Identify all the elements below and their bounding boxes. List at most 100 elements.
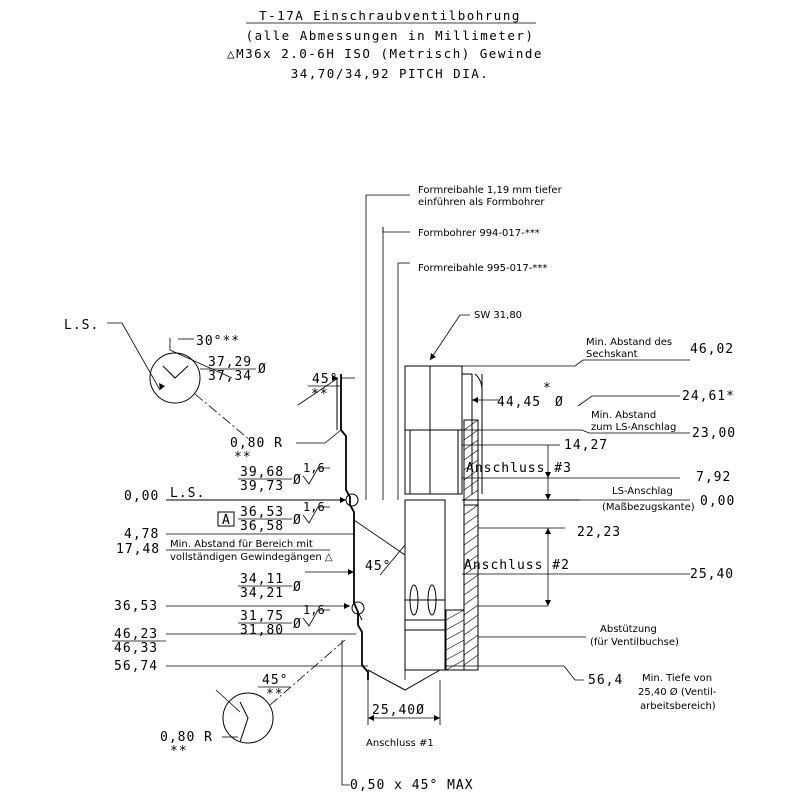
depth-56-74: 56,74: [114, 659, 158, 674]
port-1: Anschluss #1: [366, 738, 434, 749]
dim-24-61: 24,61*: [682, 389, 735, 404]
roughness-36: 1,6: [303, 500, 325, 514]
detail-link-bottom: [269, 639, 346, 706]
angle-45-bottom: 45°: [262, 673, 288, 688]
dim-46-02: 46,02: [690, 342, 734, 357]
angle-45-top: 45°: [312, 372, 338, 387]
min-depth-line2: 25,40 Ø (Ventil-: [638, 686, 717, 698]
dim-34-21: 34,21: [240, 586, 284, 601]
wrench-size: SW 31,80: [474, 310, 522, 321]
dim-44-45: 44,45: [497, 395, 541, 410]
min-thread-line1: Min. Abstand für Bereich mit: [170, 539, 313, 550]
ls-stop: LS-Anschlag: [612, 486, 673, 497]
dim-44-45-diam: Ø: [555, 395, 564, 410]
ls-label-top: L.S.: [64, 318, 99, 333]
roughness-31: 1,6: [303, 603, 325, 617]
dim-14-27: 14,27: [564, 438, 608, 453]
min-depth-line1: Min. Tiefe von: [642, 673, 712, 684]
angle45-mid-leader2: [379, 544, 406, 576]
support-line2: (für Ventilbuchse): [590, 637, 679, 648]
dim-56-4: 56,4: [588, 673, 623, 688]
note-form-reamer: Formreibahle 995-017-***: [418, 263, 547, 274]
dim-36-58: 36,58: [240, 519, 284, 534]
dim-44-45-star: *: [543, 381, 552, 396]
sw-leader: [429, 314, 470, 361]
chamfer-note: 0,50 x 45° MAX: [350, 778, 474, 793]
dim-31-diam: Ø: [293, 617, 302, 632]
depth-46-23: 46,23: [114, 627, 158, 642]
detail-point-circle: [351, 601, 365, 615]
zero-ls-value: 0,00: [124, 489, 159, 504]
detail-circle-bottom: [222, 692, 274, 744]
radius-080-bottom: 0,80 R: [160, 730, 213, 745]
dim-25-40-bottom: 25,40Ø: [372, 703, 425, 718]
note-ream-deeper-line1: Formreibahle 1,19 mm tiefer: [418, 185, 563, 196]
min-hex-line2: Sechskant: [586, 349, 638, 360]
radius-top-leader: [296, 429, 342, 444]
title-line-4: 34,70/34,92 PITCH DIA.: [291, 66, 490, 81]
angle45-bottom-leader: [215, 689, 241, 713]
ref-edge: (Maßbezugskante): [602, 502, 695, 513]
dim-25-40: 25,40: [690, 567, 734, 582]
min-hex-line1: Min. Abstand des: [586, 337, 672, 348]
roughness-31-symbol: [302, 609, 330, 627]
port-2: Anschluss #2: [464, 558, 570, 573]
stars-radius-top: **: [234, 450, 252, 465]
chamfer-leader: [341, 640, 350, 786]
housing-hatch: [445, 419, 479, 671]
angle45-top-leader: [297, 377, 339, 406]
roughness-39: 1,6: [303, 461, 325, 475]
dim-39-68: 39,68: [240, 465, 284, 480]
dim-56-4-leader: [445, 665, 584, 681]
dim-31-80: 31,80: [240, 623, 284, 638]
support-line1: Abstützung: [600, 624, 657, 635]
title-line-3: △M36x 2.0-6H ISO (Metrisch) Gewinde: [227, 46, 543, 61]
dim-39-diam: Ø: [293, 473, 302, 488]
port-3: Anschluss #3: [466, 461, 572, 476]
dim-0-00: 0,00: [700, 494, 735, 509]
ls-leader-top: [107, 322, 161, 391]
dim-23-00: 23,00: [692, 426, 736, 441]
arrow-heads: [159, 353, 551, 721]
ls-point-circle: [345, 493, 359, 507]
note-form-drill: Formbohrer 994-017-***: [418, 228, 540, 239]
angle-30: 30°**: [196, 334, 240, 349]
dim-39-73: 39,73: [240, 479, 284, 494]
detail-chamfer-top: [162, 365, 189, 379]
dim-36-53: 36,53: [240, 505, 284, 520]
dim-24-61-leader: [577, 395, 680, 407]
dim-22-23: 22,23: [577, 525, 621, 540]
title-line-1: T-17A Einschraubventilbohrung: [259, 8, 521, 23]
note-ream-deeper-line2: einführen als Formbohrer: [418, 197, 545, 208]
dim-37-34: 37,34: [208, 369, 252, 384]
dim-37-29: 37,29: [208, 355, 252, 370]
stars-45-bottom: **: [266, 687, 284, 702]
datum-a: A: [222, 513, 231, 528]
min-ls-line2: zum LS-Anschlag: [591, 422, 676, 433]
depth-36-53: 36,53: [114, 599, 158, 614]
cavity-profile: [336, 374, 441, 691]
min-thread-line2: vollständigen Gewindegängen △: [170, 552, 333, 563]
dim-7-92: 7,92: [696, 470, 731, 485]
depth-4-78: 4,78: [124, 527, 159, 542]
detail-chamfer-bottom: [239, 701, 249, 743]
roughness-36-symbol: [302, 506, 330, 524]
stars-radius-bottom: **: [170, 744, 188, 759]
depth-46-33: 46,33: [114, 641, 158, 656]
angle45-mid-leader: [353, 519, 406, 556]
dim-36-diam: Ø: [293, 513, 302, 528]
datum-a-box: [217, 511, 235, 527]
title-line-2: (alle Abmessungen in Millimeter): [246, 28, 535, 43]
valve-body: [404, 365, 483, 671]
leader-form-drill: [382, 227, 410, 233]
stars-45-top: **: [311, 387, 329, 402]
min-hex-leader: [462, 359, 690, 367]
roughness-39-symbol: [302, 467, 330, 485]
min-depth-line3: arbeitsbereich): [640, 701, 716, 712]
dim-37-diam: Ø: [258, 362, 267, 377]
detail-link-top: [194, 393, 251, 441]
radius-080-top: 0,80 R: [230, 436, 283, 451]
min-ls-line1: Min. Abstand: [591, 410, 656, 421]
detail-circle-top: [149, 352, 201, 404]
